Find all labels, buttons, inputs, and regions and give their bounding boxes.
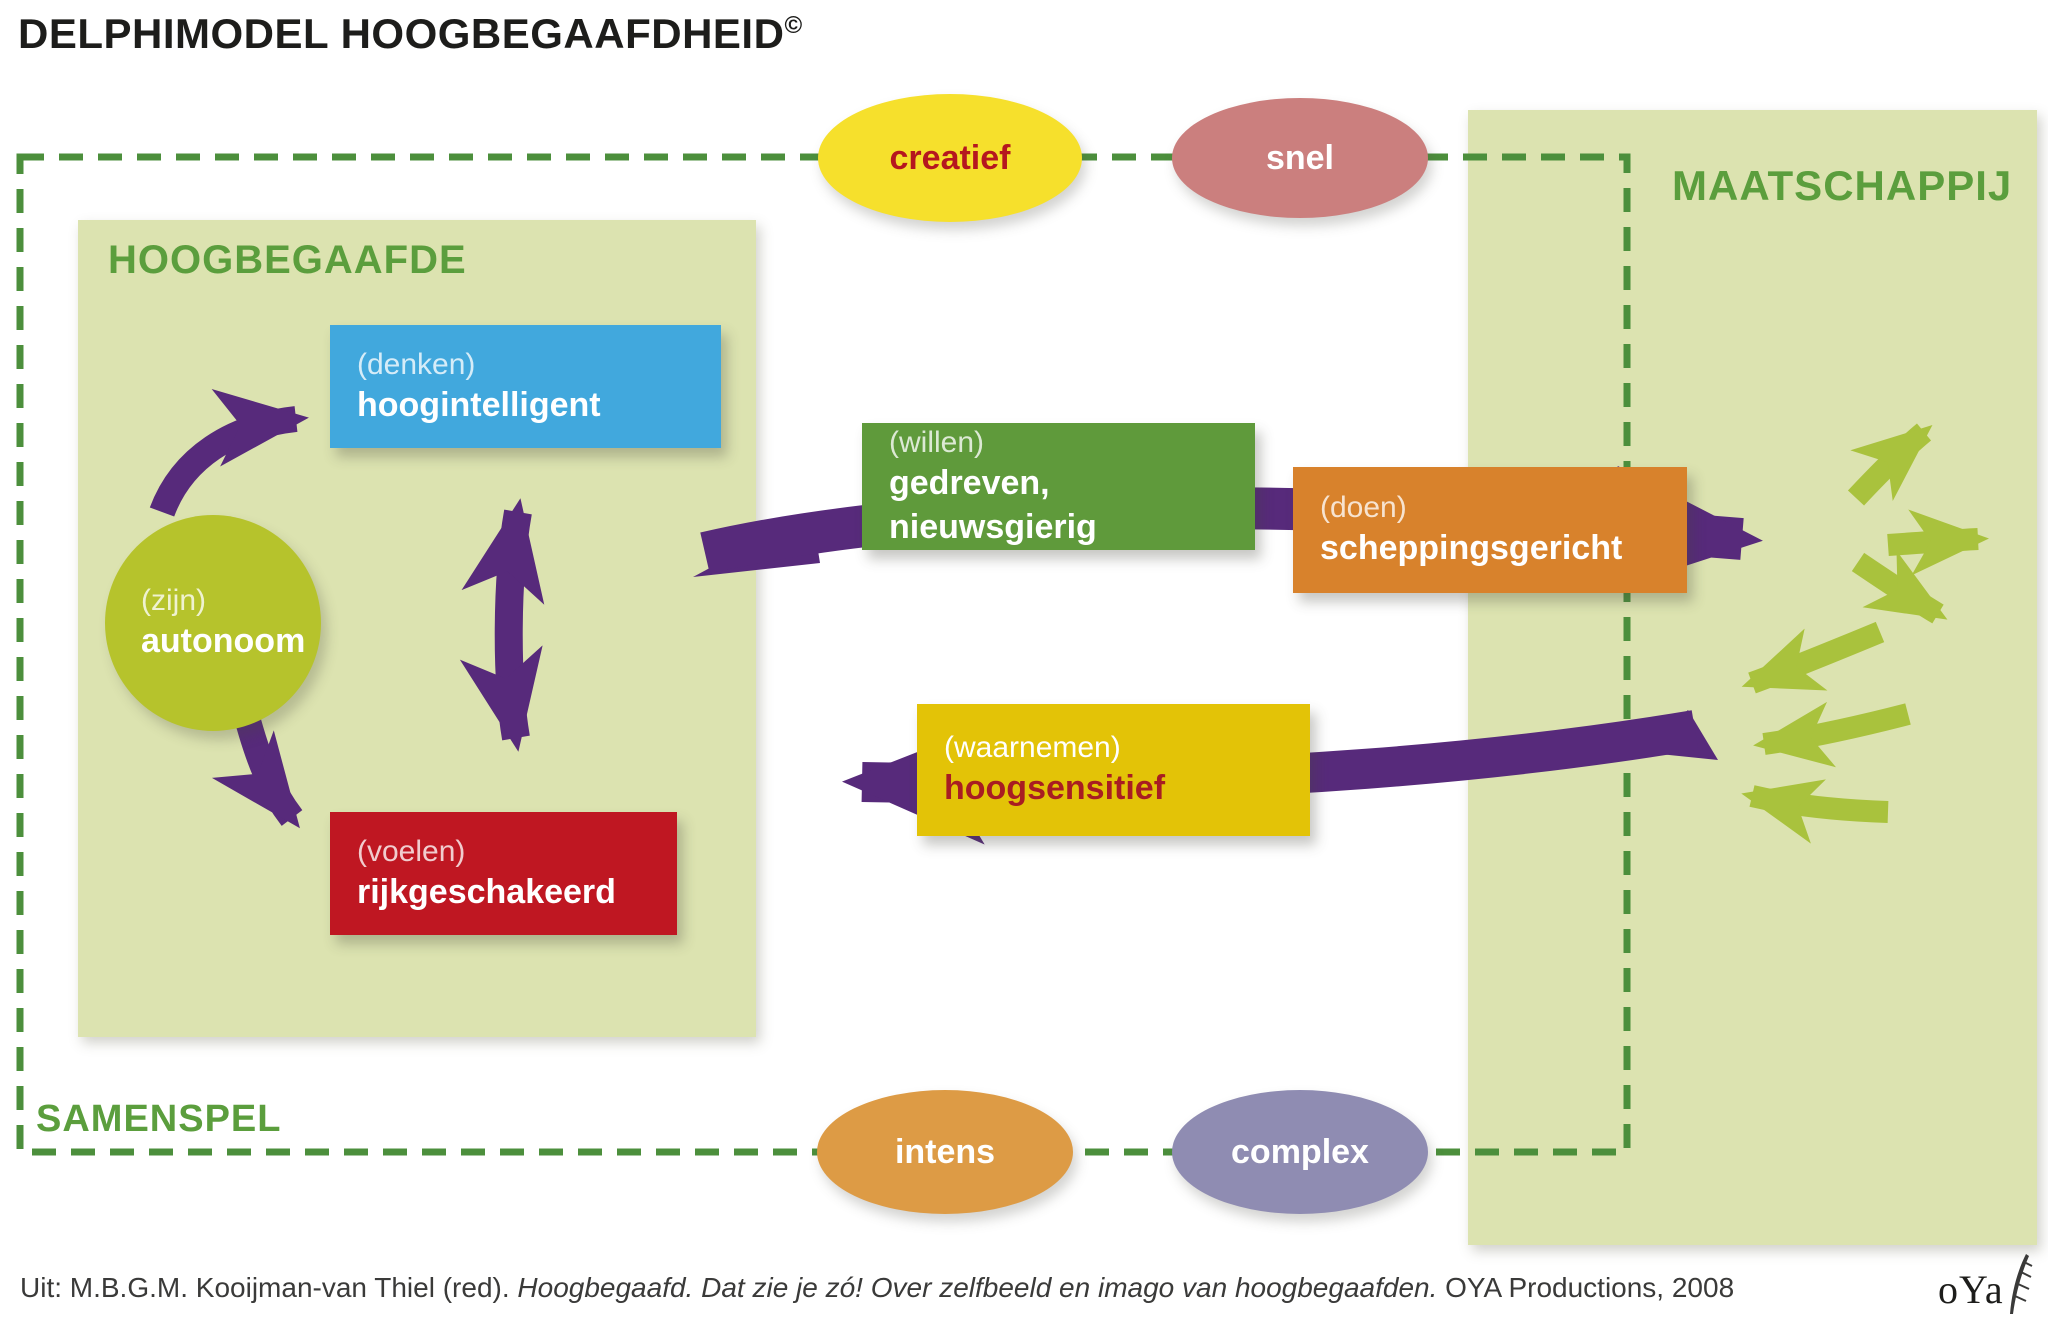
bubble-snel: snel: [1172, 98, 1428, 218]
node-denken-hoogintelligent: (denken) hoogintelligent: [330, 325, 721, 448]
node-willen-gedreven: (willen) gedreven, nieuwsgierig: [862, 423, 1255, 550]
bubble-creatief: creatief: [818, 94, 1082, 222]
node-qualifier: (willen): [889, 425, 985, 459]
bubble-label: complex: [1231, 1132, 1369, 1171]
node-qualifier: (voelen): [357, 834, 466, 868]
oya-logo: oYa: [1938, 1252, 2038, 1322]
node-label: autonoom: [141, 622, 306, 661]
node-zijn-autonoom: (zijn) autonoom: [105, 515, 321, 731]
node-doen-scheppingsgericht: (doen) scheppingsgericht: [1293, 467, 1687, 593]
copyright-symbol: ©: [784, 12, 803, 39]
caption-book-title: Hoogbegaafd. Dat zie je zó! Over zelfbee…: [517, 1272, 1438, 1303]
node-qualifier: (zijn): [141, 584, 206, 618]
bubble-complex: complex: [1172, 1090, 1428, 1214]
page-title: DELPHIMODEL HOOGBEGAAFDHEID©: [18, 10, 803, 57]
node-waarnemen-hoogsensitief: (waarnemen) hoogsensitief: [917, 704, 1310, 836]
node-voelen-rijkgeschakeerd: (voelen) rijkgeschakeerd: [330, 812, 677, 935]
oya-logo-text: oYa: [1938, 1267, 2004, 1312]
bubble-label: creatief: [889, 138, 1011, 177]
node-label: hoogintelligent: [357, 385, 601, 424]
bubble-label: intens: [894, 1132, 996, 1171]
interplay-title: SAMENSPEL: [36, 1098, 282, 1140]
society-panel: [1468, 110, 2037, 1245]
bubble-intens: intens: [817, 1090, 1073, 1214]
source-caption: Uit: M.B.G.M. Kooijman-van Thiel (red). …: [20, 1272, 1734, 1304]
node-qualifier: (waarnemen): [944, 731, 1121, 765]
node-label: rijkgeschakeerd: [357, 872, 616, 911]
caption-prefix: Uit: M.B.G.M. Kooijman-van Thiel (red).: [20, 1272, 518, 1303]
bubble-label: snel: [1265, 138, 1335, 177]
node-qualifier: (denken): [357, 347, 476, 381]
node-label: gedreven, nieuwsgierig: [889, 464, 1097, 546]
quill-feather-icon: [2010, 1254, 2033, 1314]
caption-suffix: OYA Productions, 2008: [1437, 1272, 1735, 1303]
node-label: hoogsensitief: [944, 769, 1166, 808]
society-panel-title: MAATSCHAPPIJ: [1672, 162, 2013, 209]
node-qualifier: (doen): [1320, 491, 1407, 525]
gifted-panel-title: HOOGBEGAAFDE: [108, 238, 467, 282]
node-label: scheppingsgericht: [1320, 529, 1623, 568]
